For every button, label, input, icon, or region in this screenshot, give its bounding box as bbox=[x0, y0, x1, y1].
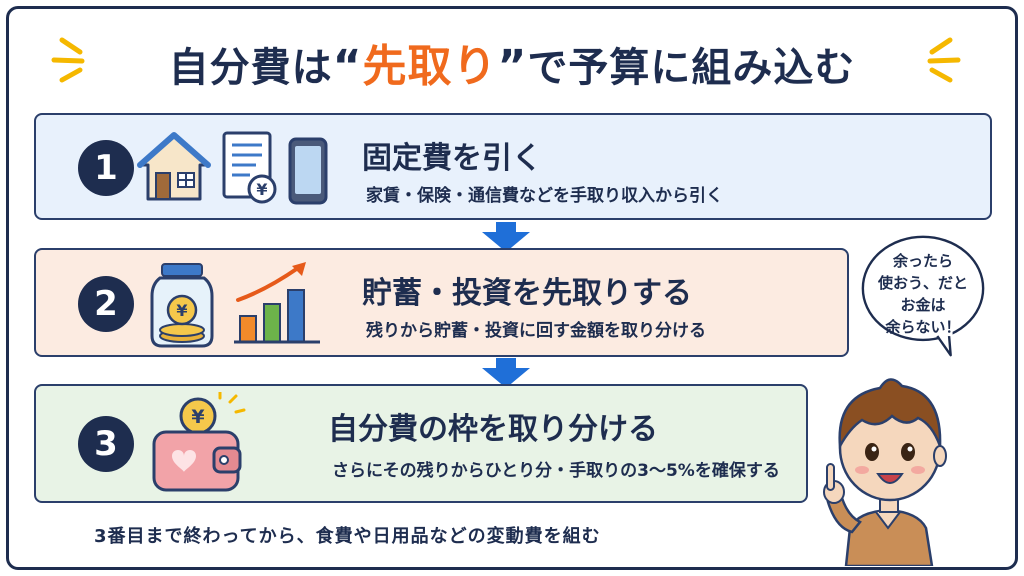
title-open-quote: “ bbox=[332, 41, 363, 92]
step-heading: 自分費の枠を取り分ける bbox=[328, 412, 658, 447]
step-description: 残りから貯蓄・投資に回す金額を取り分ける bbox=[366, 321, 706, 341]
speech-bubble bbox=[861, 235, 985, 357]
step-heading: 固定費を引く bbox=[362, 141, 542, 176]
step-number-badge: 3 bbox=[78, 416, 134, 472]
sparkle-right-icon bbox=[927, 37, 961, 83]
bubble-line: 余ったら bbox=[892, 252, 953, 270]
footer-note: 3番目まで終わってから、食費や日用品などの変動費を組む bbox=[94, 526, 601, 547]
growth-chart-icon bbox=[234, 262, 320, 344]
speech-bubble-text: 余ったら 使おう、だと お金は 余らない！ bbox=[856, 250, 990, 338]
title-part2: で予算に組み込む bbox=[527, 45, 856, 91]
bubble-line: 余らない！ bbox=[885, 318, 961, 336]
bubble-line: 使おう、だと bbox=[877, 274, 968, 292]
title-highlight: 先取り bbox=[362, 41, 498, 92]
svg-text:¥: ¥ bbox=[176, 301, 187, 320]
step-2-card: 2 ¥ 貯蓄・投資を先取りする 残りから貯蓄・投資に回す金額を取り分ける bbox=[34, 248, 849, 357]
savings-jar-icon: ¥ bbox=[150, 263, 214, 348]
svg-text:¥: ¥ bbox=[191, 406, 204, 428]
step-number-badge: 1 bbox=[78, 140, 134, 196]
step-1-card: 1 ¥ 固定費を引く 家賃・保険・通信費などを手取り収入から引く bbox=[34, 113, 992, 220]
step-number-badge: 2 bbox=[78, 276, 134, 332]
step-description: さらにその残りからひとり分・手取りの3〜5%を確保する bbox=[332, 461, 780, 481]
step-3-card: 3 ¥ 自分費の枠を取り分ける さらにその残りからひとり分・手取りの3〜5%を確… bbox=[34, 384, 808, 503]
arrow-down-icon bbox=[482, 222, 530, 252]
smartphone-icon bbox=[288, 137, 328, 205]
step-heading: 貯蓄・投資を先取りする bbox=[362, 276, 692, 311]
step-description: 家賃・保険・通信費などを手取り収入から引く bbox=[366, 186, 723, 206]
svg-text:¥: ¥ bbox=[256, 180, 267, 199]
house-icon bbox=[137, 132, 211, 201]
bill-yen-icon: ¥ bbox=[222, 131, 277, 204]
title-close-quote: ” bbox=[497, 41, 528, 92]
sparkle-left-icon bbox=[51, 37, 85, 83]
page-title: 自分費は“先取り”で予算に組み込む bbox=[0, 30, 1024, 94]
bubble-line: お金は bbox=[900, 296, 946, 314]
title-part1: 自分費は bbox=[168, 45, 333, 91]
boy-character-illustration bbox=[823, 378, 947, 566]
arrow-down-icon bbox=[482, 358, 530, 388]
wallet-coin-icon: ¥ bbox=[152, 392, 246, 492]
